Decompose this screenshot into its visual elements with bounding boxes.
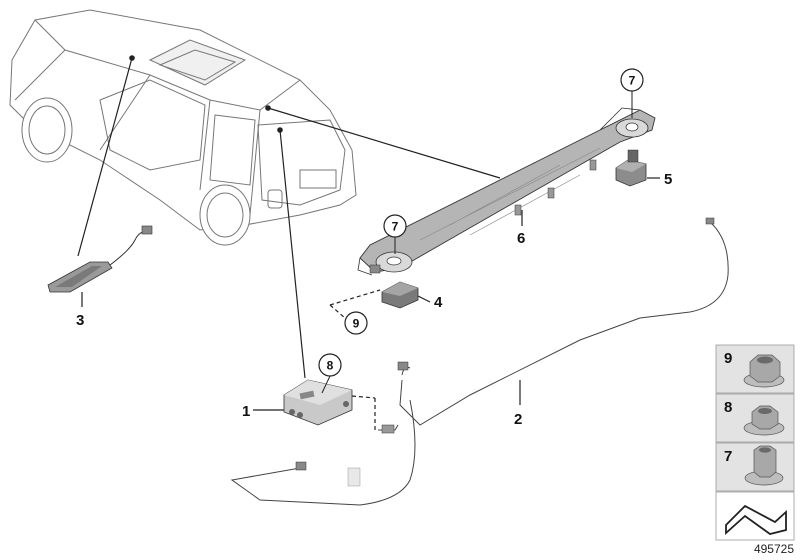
callout-8-text: 8 xyxy=(327,359,334,373)
vehicle-outline xyxy=(9,9,357,246)
callout-7-top-text: 7 xyxy=(629,74,636,88)
callout-7-left-text: 7 xyxy=(392,220,399,234)
callout-2: 2 xyxy=(514,411,522,428)
collar-nut-icon xyxy=(744,445,784,486)
circled-callout-8: 8 xyxy=(318,353,342,394)
circled-callout-7-top: 7 xyxy=(620,68,644,118)
bent-bracket-icon xyxy=(725,504,787,536)
bracket-part-6 xyxy=(357,107,656,276)
callout-labels: 1 2 3 4 5 6 xyxy=(76,171,672,428)
circled-callout-9: 9 xyxy=(344,311,368,335)
antenna-part-3 xyxy=(47,225,153,293)
module-part-5 xyxy=(615,149,647,187)
side-part-7-label: 7 xyxy=(724,448,732,465)
leader-lines xyxy=(77,55,660,430)
circled-callout-7-left: 7 xyxy=(383,214,407,254)
amplifier-part-1 xyxy=(283,379,353,426)
callout-9-text: 9 xyxy=(353,317,360,331)
side-part-9-label: 9 xyxy=(724,350,732,367)
cable-part-2 xyxy=(230,217,729,506)
callout-5: 5 xyxy=(664,171,672,188)
flange-nut-icon xyxy=(743,405,785,436)
connector-part-4 xyxy=(381,281,419,309)
callout-4: 4 xyxy=(434,294,443,311)
callout-3: 3 xyxy=(76,312,84,329)
diagram-number: 495725 xyxy=(754,542,794,556)
side-parts-panel: 9 8 7 xyxy=(715,344,795,541)
hex-flange-nut-icon xyxy=(743,354,785,388)
callout-1: 1 xyxy=(242,403,250,420)
side-part-8-label: 8 xyxy=(724,399,732,416)
callout-6: 6 xyxy=(517,230,525,247)
